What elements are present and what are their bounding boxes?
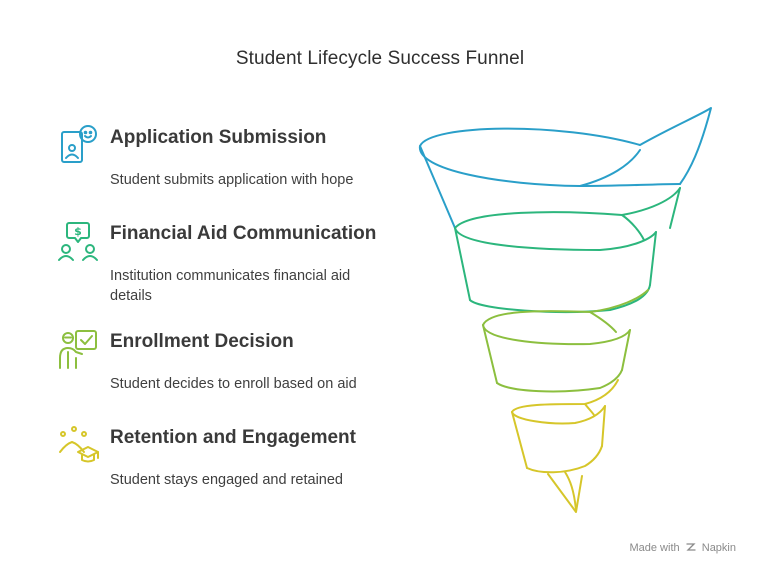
stage-heading: Application Submission (110, 127, 327, 148)
funnel-segment-financial-aid (454, 187, 681, 313)
funnel-segment-application (418, 107, 712, 229)
funnel-segment-retention (511, 379, 619, 513)
made-with-napkin-credit: Made with Napkin (629, 541, 736, 555)
napkin-brand-label: Napkin (701, 541, 736, 554)
funnel-segment-enrollment (482, 289, 649, 393)
funnel-spiral-graphic (418, 107, 712, 513)
stage-description: Student decides to enroll based on aid (110, 376, 357, 392)
stage-description: Institution communicates financial aid d… (110, 268, 351, 304)
napkin-logo-icon (685, 541, 697, 553)
financial-aid-chat-icon: $ (56, 220, 100, 264)
stage-heading: Financial Aid Communication (110, 223, 377, 244)
diagram-title: Student Lifecycle Success Funnel (235, 48, 525, 69)
graduation-cap-icon (56, 424, 100, 468)
stage-description: Student stays engaged and retained (110, 472, 343, 488)
enrollment-decision-icon (56, 328, 100, 372)
application-form-icon (56, 124, 100, 168)
stage-heading: Enrollment Decision (110, 331, 294, 352)
svg-text:$: $ (74, 225, 82, 238)
stage-heading: Retention and Engagement (110, 427, 356, 448)
made-with-label: Made with (629, 541, 680, 554)
stage-description: Student submits application with hope (110, 172, 354, 188)
